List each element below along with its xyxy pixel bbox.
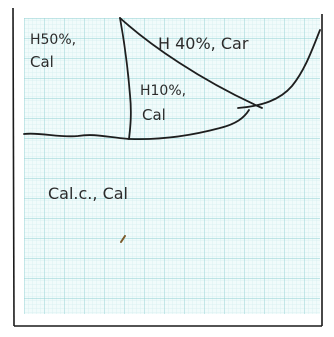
- label-bottom: Cal.c., Cal: [48, 184, 128, 203]
- ink-speck: [120, 235, 126, 243]
- label-top-left-line1: H50%,: [30, 32, 76, 48]
- boundary-right-curve: [237, 29, 321, 109]
- boundary-diagonal: [119, 17, 263, 109]
- grid: [24, 18, 320, 314]
- label-middle-line1: H10%,: [140, 83, 186, 99]
- label-top-left-line2: Cal: [30, 53, 54, 71]
- boundary-vertical: [119, 17, 132, 140]
- label-top-right: H 40%, Car: [158, 34, 249, 53]
- label-middle-line2: Cal: [142, 106, 166, 124]
- frame-left: [12, 7, 15, 327]
- boundary-lower: [23, 109, 250, 141]
